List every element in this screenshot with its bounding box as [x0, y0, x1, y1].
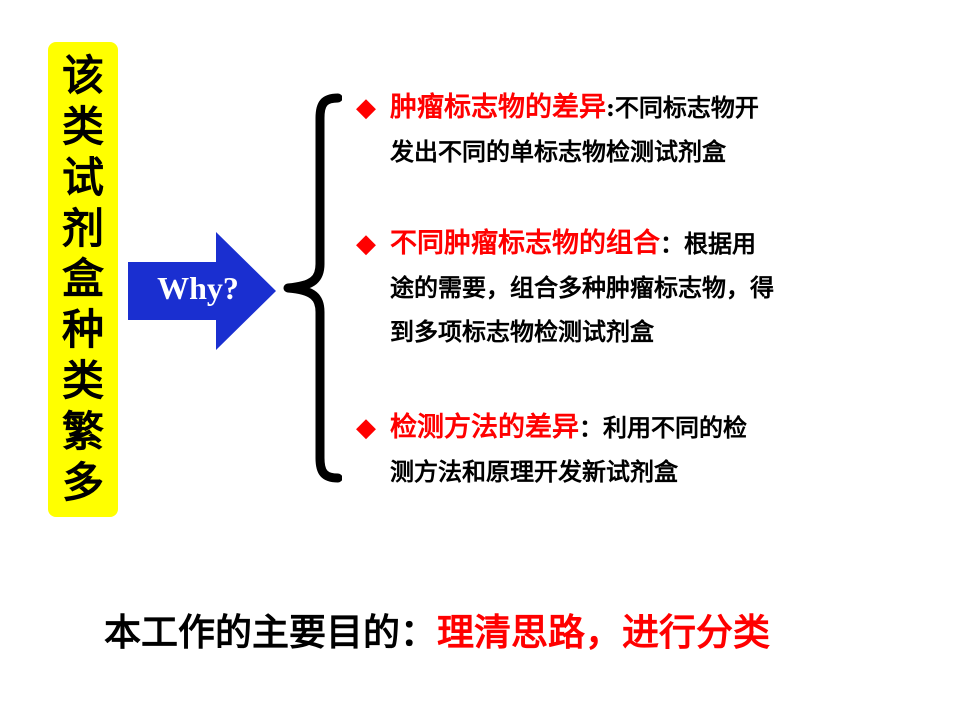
bottom-statement: 本工作的主要目的：理清思路，进行分类 [104, 604, 904, 660]
bullet-heading: 不同肿瘤标志物的组合 [390, 228, 660, 259]
diamond-bullet-icon: ◆ [356, 93, 376, 123]
bullet-item: ◆ 不同肿瘤标志物的组合：根据用 途的需要，组合多种肿瘤标志物，得 到多项标志物检… [356, 222, 916, 354]
side-title-banner: 该 类 试 剂 盒 种 类 繁 多 [48, 42, 118, 517]
why-arrow-icon [128, 232, 278, 350]
side-title-char: 繁 [61, 407, 104, 457]
bullet-heading: 肿瘤标志物的差异 [390, 92, 606, 123]
bullet-separator: : [606, 93, 615, 122]
bottom-emphasis: 理清思路，进行分类 [437, 610, 770, 654]
bullet-text: 不同标志物开 [614, 93, 759, 122]
side-title-char: 该 [61, 50, 104, 100]
side-title-char: 剂 [61, 203, 104, 253]
bullet-text: 发出不同的单标志物检测试剂盒 [390, 137, 726, 166]
bullet-item: ◆ 检测方法的差异：利用不同的检 测方法和原理开发新试剂盒 [356, 406, 916, 494]
bottom-prefix: 本工作的主要目的： [104, 610, 437, 654]
diamond-bullet-icon: ◆ [356, 229, 376, 259]
side-title-char: 多 [61, 458, 104, 508]
bullet-text: 根据用 [684, 229, 756, 258]
diamond-bullet-icon: ◆ [356, 413, 376, 443]
curly-brace-icon [282, 92, 343, 484]
why-label: Why? [157, 270, 239, 306]
bullet-separator: ： [579, 413, 603, 442]
side-title-char: 类 [61, 356, 104, 406]
bullet-heading: 检测方法的差异 [390, 412, 579, 443]
side-title-char: 试 [61, 152, 104, 202]
side-title-char: 盒 [61, 254, 104, 304]
bullet-text: 测方法和原理开发新试剂盒 [390, 457, 678, 486]
side-title-char: 种 [61, 305, 104, 355]
bullet-text: 途的需要，组合多种肿瘤标志物，得 [390, 273, 774, 302]
side-title-char: 类 [61, 101, 104, 151]
bullet-item: ◆ 肿瘤标志物的差异:不同标志物开 发出不同的单标志物检测试剂盒 [356, 86, 916, 174]
bullet-separator: ： [660, 229, 684, 258]
bullet-text: 到多项标志物检测试剂盒 [390, 317, 654, 346]
bullet-text: 利用不同的检 [603, 413, 747, 442]
